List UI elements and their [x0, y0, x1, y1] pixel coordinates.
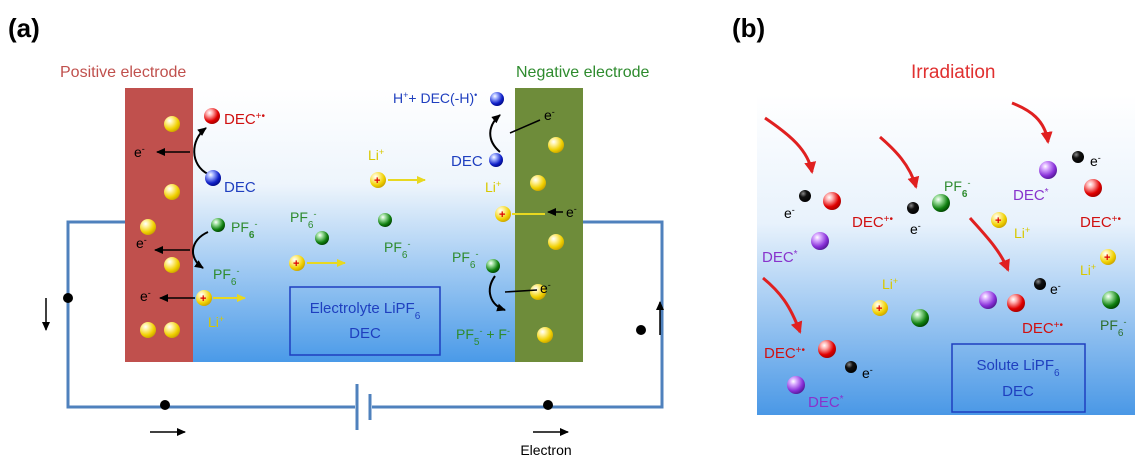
- svg-text:PF6-: PF6-: [944, 178, 970, 200]
- svg-text:Li+: Li+: [1014, 225, 1030, 241]
- electrolyte-box: Electrolyte LiPF6 DEC: [289, 286, 441, 356]
- li-sphere: [289, 255, 305, 271]
- svg-text:DEC+•: DEC+•: [764, 345, 806, 363]
- li-sphere: [196, 290, 212, 306]
- dec-oxidation: DEC+• DEC e-: [134, 108, 266, 196]
- pf6-label: PF6-: [290, 209, 316, 231]
- svg-text:+: +: [876, 303, 882, 315]
- electron-label: e-: [140, 288, 151, 304]
- pf6-reduction: PF6- e- PF5- + F-: [452, 249, 551, 348]
- solute-box-line2: DEC: [1002, 383, 1034, 400]
- li-sphere: [495, 206, 511, 222]
- pf6-radical-label: PF6-: [213, 266, 239, 288]
- pf6-label: PF6-: [231, 219, 257, 241]
- dec-label: DEC: [451, 153, 483, 170]
- svg-text:PF6-: PF6-: [1100, 317, 1126, 339]
- dec-radical-cation-label: DEC+•: [224, 111, 266, 129]
- svg-text:+: +: [293, 258, 299, 270]
- li-label: Li+: [485, 179, 501, 195]
- h-dec-label: H++ DEC(-H)•: [393, 90, 477, 106]
- electron-label: e-: [566, 204, 577, 220]
- li-sphere: [370, 172, 386, 188]
- negative-electrode-label: Negative electrode: [516, 64, 650, 81]
- svg-text:+: +: [1104, 252, 1110, 264]
- li-label: Li+: [208, 314, 224, 330]
- pf6-sphere: [315, 231, 329, 245]
- panel-b-label: (b): [732, 13, 765, 43]
- dec-radical-cation-sphere: [204, 108, 220, 124]
- electron-label: e-: [136, 235, 147, 251]
- svg-text:DEC+•: DEC+•: [1022, 320, 1064, 338]
- electron-label: e-: [540, 280, 551, 296]
- negative-electrode-particles: [530, 137, 564, 343]
- li-intercalation: Li+ + e-: [485, 179, 577, 222]
- dec-label: DEC: [224, 179, 256, 196]
- svg-text:e-: e-: [862, 365, 873, 381]
- svg-text:e-: e-: [784, 205, 795, 221]
- svg-text:DEC*: DEC*: [808, 394, 844, 412]
- irradiation-label: Irradiation: [911, 62, 996, 83]
- pf6-sphere: [486, 259, 500, 273]
- positive-electrode-label: Positive electrode: [60, 64, 186, 81]
- svg-text:DEC*: DEC*: [762, 249, 798, 267]
- electron-label: e-: [134, 144, 145, 160]
- dec-sphere: [205, 170, 221, 186]
- svg-text:DEC+•: DEC+•: [852, 214, 894, 232]
- battery-symbol: [355, 384, 372, 430]
- svg-text:+: +: [200, 293, 206, 305]
- electron-flow-label: Electron: [520, 442, 571, 458]
- pf6-label: PF6-: [452, 249, 478, 271]
- dec-h-sphere: [490, 92, 504, 106]
- svg-text:e-: e-: [1090, 153, 1101, 169]
- dec-reduction: H++ DEC(-H)• e- DEC: [393, 90, 555, 170]
- pf5-f-label: PF5- + F-: [456, 326, 510, 348]
- svg-text:e-: e-: [1050, 281, 1061, 297]
- positive-electrode-particles: [140, 116, 180, 338]
- pf6-sphere: [211, 218, 225, 232]
- electrolyte-box-line1: Electrolyte LiPF6: [310, 300, 421, 322]
- svg-text:Li+: Li+: [1080, 262, 1096, 278]
- negative-electrode: [515, 88, 583, 362]
- solution-particles: e- DEC* DEC+• e- PF6- + Li+ DEC* e- DEC+…: [762, 151, 1126, 411]
- electron-label: e-: [544, 107, 555, 123]
- svg-text:e-: e-: [910, 221, 921, 237]
- pf6-oxidation: PF6- e- PF6-: [136, 218, 257, 288]
- panel-a-label: (a): [8, 13, 40, 43]
- irradiation-arrows: [762, 101, 1053, 334]
- pf6-sphere: [378, 213, 392, 227]
- electrolyte-species: Li+ + PF6- PF6- +: [289, 147, 426, 271]
- panel-a: (a) Positive electrode Negative electrod…: [8, 13, 664, 458]
- li-release: e- + Li+: [140, 288, 246, 330]
- pf6-label: PF6-: [384, 239, 410, 261]
- svg-text:DEC*: DEC*: [1013, 187, 1049, 205]
- panel-b: (b) Irradiation e- DEC* DEC+• e- PF6-: [732, 13, 1135, 415]
- solute-box: Solute LiPF6 DEC: [951, 343, 1086, 413]
- wire-electrons: [42, 293, 664, 436]
- svg-text:Li+: Li+: [882, 276, 898, 292]
- svg-text:DEC+•: DEC+•: [1080, 214, 1122, 232]
- external-circuit: [66, 220, 664, 409]
- svg-text:+: +: [995, 215, 1001, 227]
- dec-sphere: [489, 153, 503, 167]
- solution-region: [757, 95, 1135, 415]
- solute-box-line1: Solute LiPF6: [976, 357, 1060, 379]
- positive-electrode: [125, 88, 193, 362]
- svg-text:+: +: [374, 175, 380, 187]
- li-label: Li+: [368, 147, 384, 163]
- electrolyte-region: [190, 88, 518, 362]
- svg-text:+: +: [499, 209, 505, 221]
- electrolyte-box-line2: DEC: [349, 325, 381, 342]
